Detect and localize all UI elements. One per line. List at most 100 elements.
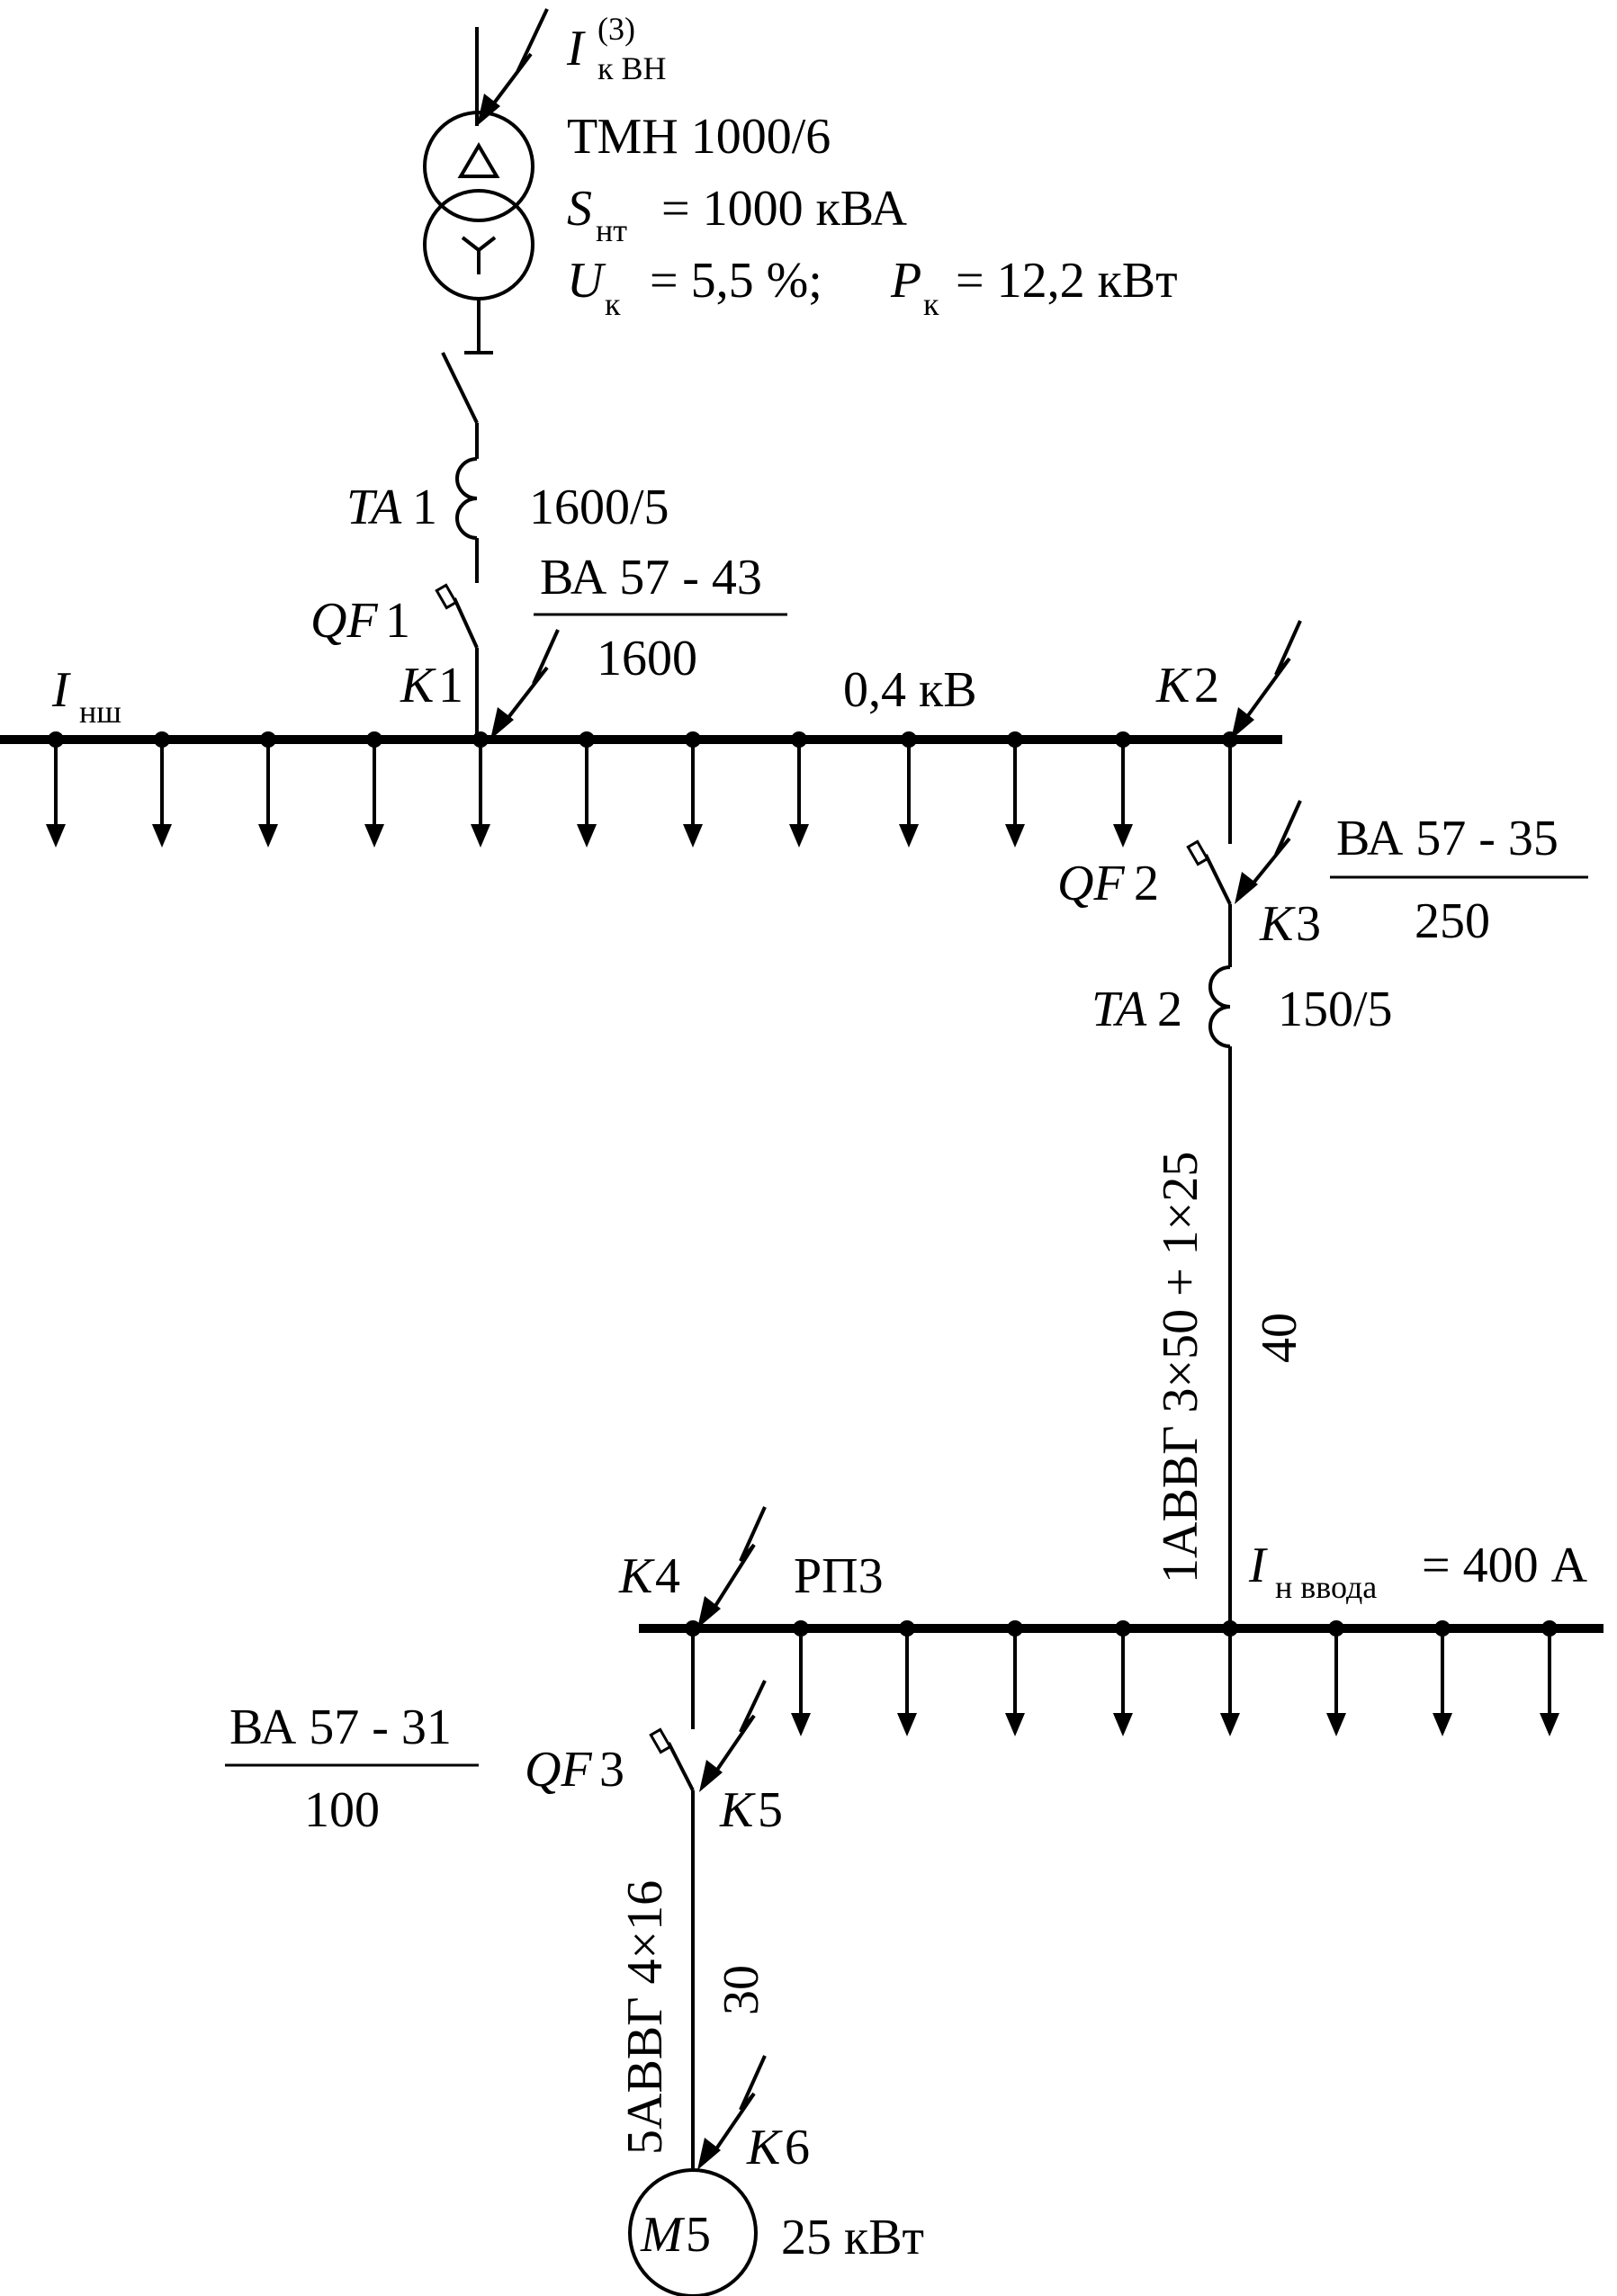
svg-text:ВА 57 - 43: ВА 57 - 43: [540, 550, 762, 605]
fault-point-k5: K 5: [699, 1680, 783, 1838]
fault-arrow-k6-icon: [697, 2055, 767, 2170]
svg-text:3: 3: [599, 1742, 624, 1798]
rp3-name: РП3: [794, 1548, 884, 1604]
svg-text:5АВВГ 4×16: 5АВВГ 4×16: [617, 1880, 673, 2155]
svg-text:ВА 57 - 31: ВА 57 - 31: [229, 1700, 452, 1755]
qf1-label: QF 1: [310, 593, 410, 649]
svg-text:2: 2: [1194, 658, 1219, 713]
rp3-input-current-label: I н ввода = 400 А: [1248, 1538, 1588, 1605]
main-bus-feeder: [46, 731, 66, 848]
svg-text:1600: 1600: [597, 631, 697, 686]
svg-text:30: 30: [714, 1965, 769, 2015]
star-icon: [461, 236, 497, 274]
svg-text:100: 100: [304, 1782, 380, 1838]
svg-text:K: K: [746, 2120, 783, 2175]
circuit-breaker-qf1-icon: [435, 583, 479, 738]
svg-text:K: K: [1259, 896, 1296, 952]
circuit-breaker-qf2-icon: [1186, 839, 1232, 954]
qf2-label: QF 2: [1057, 856, 1159, 911]
svg-text:K: K: [719, 1782, 756, 1838]
delta-icon: [457, 142, 500, 178]
svg-text:ВА 57 - 35: ВА 57 - 35: [1336, 811, 1559, 866]
rp3-bus-feeder: [1326, 1620, 1346, 1736]
svg-text:нш: нш: [79, 694, 121, 730]
circuit-breaker-qf3-icon: [649, 1727, 695, 2170]
fault-arrow-source-icon: [477, 8, 549, 126]
current-transformer-ta1-icon: [455, 457, 479, 583]
qf1-spec: ВА 57 - 43 1600: [534, 550, 787, 686]
svg-text:1: 1: [412, 480, 437, 535]
motor-m5-icon: M 5: [628, 2168, 758, 2296]
svg-text:= 12,2 кВт: = 12,2 кВт: [956, 253, 1178, 309]
svg-text:2: 2: [1157, 982, 1182, 1037]
svg-text:1: 1: [438, 658, 463, 713]
svg-text:6: 6: [785, 2120, 810, 2175]
main-bus-feeders: [46, 731, 1238, 848]
main-bus-feeder: [364, 731, 384, 848]
rp3-bus-feeder: [1540, 1620, 1559, 1736]
fault-point-k4: K 4: [618, 1506, 767, 1628]
motor-power: 25 кВт: [781, 2210, 924, 2265]
main-bus-feeder: [899, 731, 919, 848]
svg-text:K: K: [618, 1548, 655, 1604]
svg-text:к: к: [923, 286, 939, 322]
svg-text:QF: QF: [525, 1742, 592, 1798]
main-bus-feeder: [683, 731, 703, 848]
rp3-bus-feeder: [791, 1620, 811, 1736]
svg-text:1АВВГ 3×50 + 1×25: 1АВВГ 3×50 + 1×25: [1153, 1152, 1208, 1583]
qf3-spec: ВА 57 - 31 100: [225, 1700, 479, 1838]
svg-text:= 1000 кВА: = 1000 кВА: [661, 181, 908, 237]
cable2-label: 5АВВГ 4×16 30: [617, 1880, 769, 2155]
svg-text:U: U: [567, 253, 606, 309]
main-bus-feeder: [471, 731, 490, 848]
fault-arrow-k3-icon: [1235, 800, 1302, 904]
svg-text:2: 2: [1134, 856, 1159, 911]
svg-text:QF: QF: [1057, 856, 1125, 911]
svg-text:K: K: [1155, 658, 1192, 713]
svg-text:M: M: [640, 2207, 686, 2263]
main-bus-feeder: [1113, 731, 1133, 848]
rp3-bus-feeder: [897, 1620, 917, 1736]
transformer-symbol: [423, 111, 535, 300]
transformer-power: S нт = 1000 кВА: [567, 181, 908, 248]
qf2-spec: ВА 57 - 35 250: [1330, 811, 1588, 949]
current-transformer-ta2-icon: [1208, 954, 1232, 1628]
rp3-bus-feeders: [685, 1620, 1559, 1736]
fault-arrow-k5-icon: [699, 1680, 767, 1792]
svg-text:150/5: 150/5: [1278, 982, 1393, 1037]
fault-arrow-k2-icon: [1231, 620, 1302, 740]
svg-text:P: P: [890, 253, 921, 309]
source-fault-current-label: I к ВН (3): [566, 11, 667, 86]
disconnector-switch-icon: [441, 352, 479, 459]
svg-text:1: 1: [385, 593, 410, 649]
svg-text:QF: QF: [310, 593, 378, 649]
transformer-specs: ТМН 1000/6 S нт = 1000 кВА U к = 5,5 %; …: [567, 109, 1178, 322]
main-bus-voltage: 0,4 кВ: [843, 662, 977, 718]
svg-text:нт: нт: [596, 212, 627, 248]
svg-text:1600/5: 1600/5: [529, 480, 669, 535]
main-bus-current-label: I нш: [51, 662, 121, 730]
svg-text:4: 4: [655, 1548, 680, 1604]
fault-point-k6: K 6: [697, 2055, 810, 2175]
svg-text:3: 3: [1296, 896, 1321, 952]
svg-text:250: 250: [1415, 893, 1490, 949]
svg-text:к: к: [605, 286, 621, 322]
transformer-impedance: U к = 5,5 %; P к = 12,2 кВт: [567, 253, 1178, 322]
ta2-label: TA 2 150/5: [1091, 982, 1393, 1037]
svg-text:к ВН: к ВН: [597, 50, 667, 86]
main-bus-feeder: [1005, 731, 1025, 848]
svg-text:TA: TA: [1091, 982, 1147, 1037]
rp3-bus-feeder: [1113, 1620, 1133, 1736]
svg-text:I: I: [51, 662, 71, 718]
svg-text:(3): (3): [597, 11, 635, 47]
svg-text:TA: TA: [346, 480, 402, 535]
rp3-bus-feeder: [1005, 1620, 1025, 1736]
svg-text:5: 5: [686, 2207, 711, 2263]
svg-text:S: S: [567, 181, 592, 237]
fault-arrow-k1-icon: [490, 629, 560, 740]
cable1-label: 1АВВГ 3×50 + 1×25 40: [1153, 1152, 1307, 1583]
svg-text:5: 5: [758, 1782, 783, 1838]
fault-point-k3: K 3: [1235, 800, 1321, 952]
qf3-label: QF 3: [525, 1742, 624, 1798]
